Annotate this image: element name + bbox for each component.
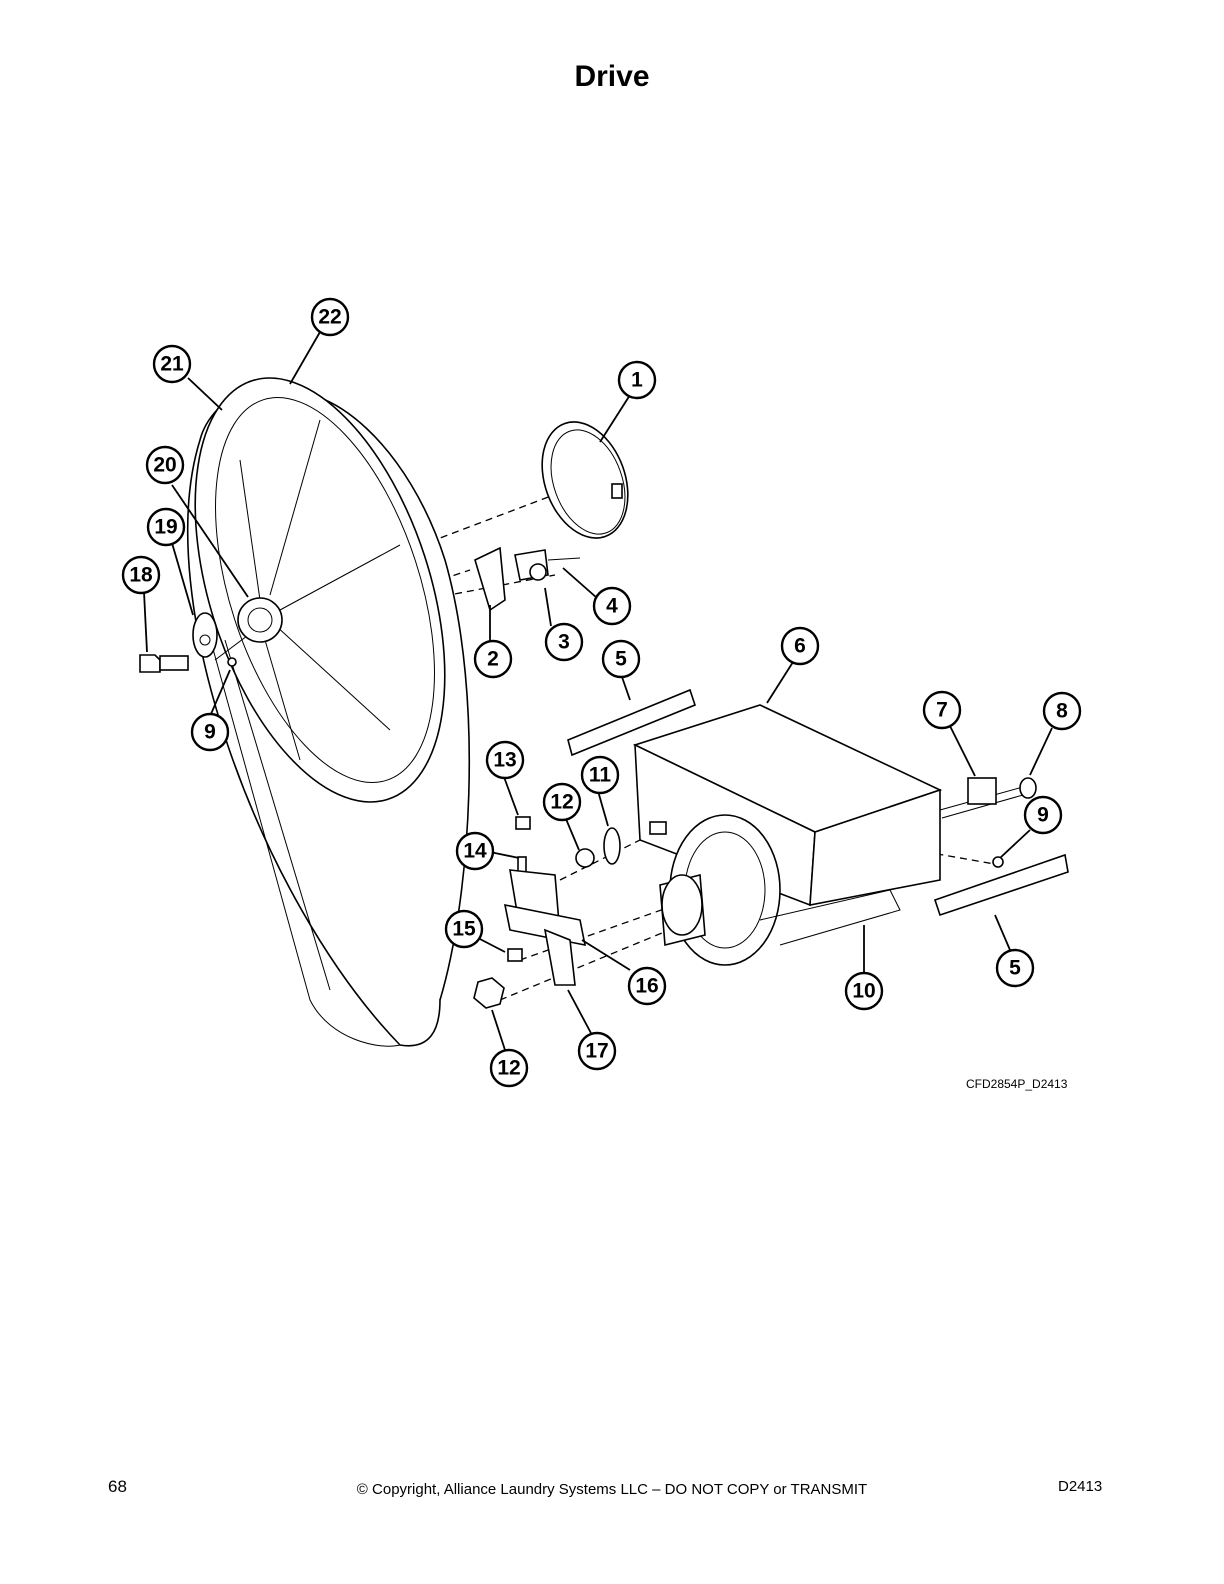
callout-3: 3 — [544, 622, 584, 662]
svg-text:21: 21 — [160, 353, 184, 376]
callout-20: 20 — [145, 445, 185, 485]
svg-text:13: 13 — [493, 749, 516, 772]
leader-lines — [143, 331, 1053, 1051]
callout-5-bottom: 5 — [995, 948, 1035, 988]
document-id: D2413 — [1058, 1478, 1103, 1495]
callout-9-left: 9 — [190, 712, 230, 752]
callout-21: 21 — [152, 344, 192, 384]
callout-1: 1 — [617, 360, 657, 400]
callout-12-lower: 12 — [489, 1048, 529, 1088]
callout-17: 17 — [577, 1031, 617, 1071]
pulley-fasteners — [139, 612, 237, 673]
svg-text:20: 20 — [153, 454, 176, 477]
svg-text:16: 16 — [635, 975, 658, 998]
svg-text:4: 4 — [606, 595, 618, 618]
copyright-notice: © Copyright, Alliance Laundry Systems LL… — [356, 1481, 868, 1498]
svg-text:17: 17 — [585, 1040, 608, 1063]
callout-5-top: 5 — [601, 639, 641, 679]
callout-10: 10 — [844, 971, 884, 1011]
callout-11: 11 — [580, 755, 620, 795]
svg-text:3: 3 — [558, 631, 570, 654]
callout-22: 22 — [310, 297, 350, 337]
svg-text:14: 14 — [463, 840, 487, 863]
svg-text:22: 22 — [318, 306, 341, 329]
callout-14: 14 — [455, 831, 495, 871]
callout-4: 4 — [592, 586, 632, 626]
svg-text:2: 2 — [487, 648, 499, 671]
svg-text:12: 12 — [497, 1057, 520, 1080]
svg-text:10: 10 — [852, 980, 875, 1003]
page-title: Drive — [574, 60, 650, 93]
callout-9-right: 9 — [1023, 795, 1063, 835]
svg-text:9: 9 — [204, 721, 216, 744]
idler-bracket-parts — [473, 816, 621, 1009]
clamp-ring — [541, 421, 629, 539]
svg-text:9: 9 — [1037, 804, 1049, 827]
callout-15: 15 — [444, 909, 484, 949]
sensor-brackets — [474, 546, 581, 612]
svg-text:5: 5 — [615, 648, 627, 671]
svg-text:12: 12 — [550, 791, 573, 814]
callout-12-upper: 12 — [542, 782, 582, 822]
callout-16: 16 — [627, 966, 667, 1006]
callout-8: 8 — [1042, 691, 1082, 731]
callout-2: 2 — [473, 639, 513, 679]
svg-text:8: 8 — [1056, 700, 1068, 723]
svg-text:18: 18 — [129, 564, 153, 587]
drum-pulley — [187, 377, 471, 1047]
callout-13: 13 — [485, 740, 525, 780]
svg-text:6: 6 — [794, 635, 806, 658]
motor-assembly — [632, 704, 943, 966]
tension-shaft — [939, 777, 1037, 868]
spacer-plates — [567, 688, 1069, 917]
svg-text:1: 1 — [631, 369, 643, 392]
callout-6: 6 — [780, 626, 820, 666]
page-number: 68 — [108, 1477, 127, 1496]
svg-text:5: 5 — [1009, 957, 1021, 980]
svg-text:15: 15 — [452, 918, 476, 941]
callout-19: 19 — [146, 507, 186, 547]
svg-text:11: 11 — [589, 764, 612, 787]
callout-18: 18 — [121, 555, 161, 595]
drawing-code: CFD2854P_D2413 — [966, 1077, 1068, 1091]
svg-text:19: 19 — [154, 516, 177, 539]
callout-7: 7 — [922, 690, 962, 730]
svg-text:7: 7 — [936, 699, 948, 722]
